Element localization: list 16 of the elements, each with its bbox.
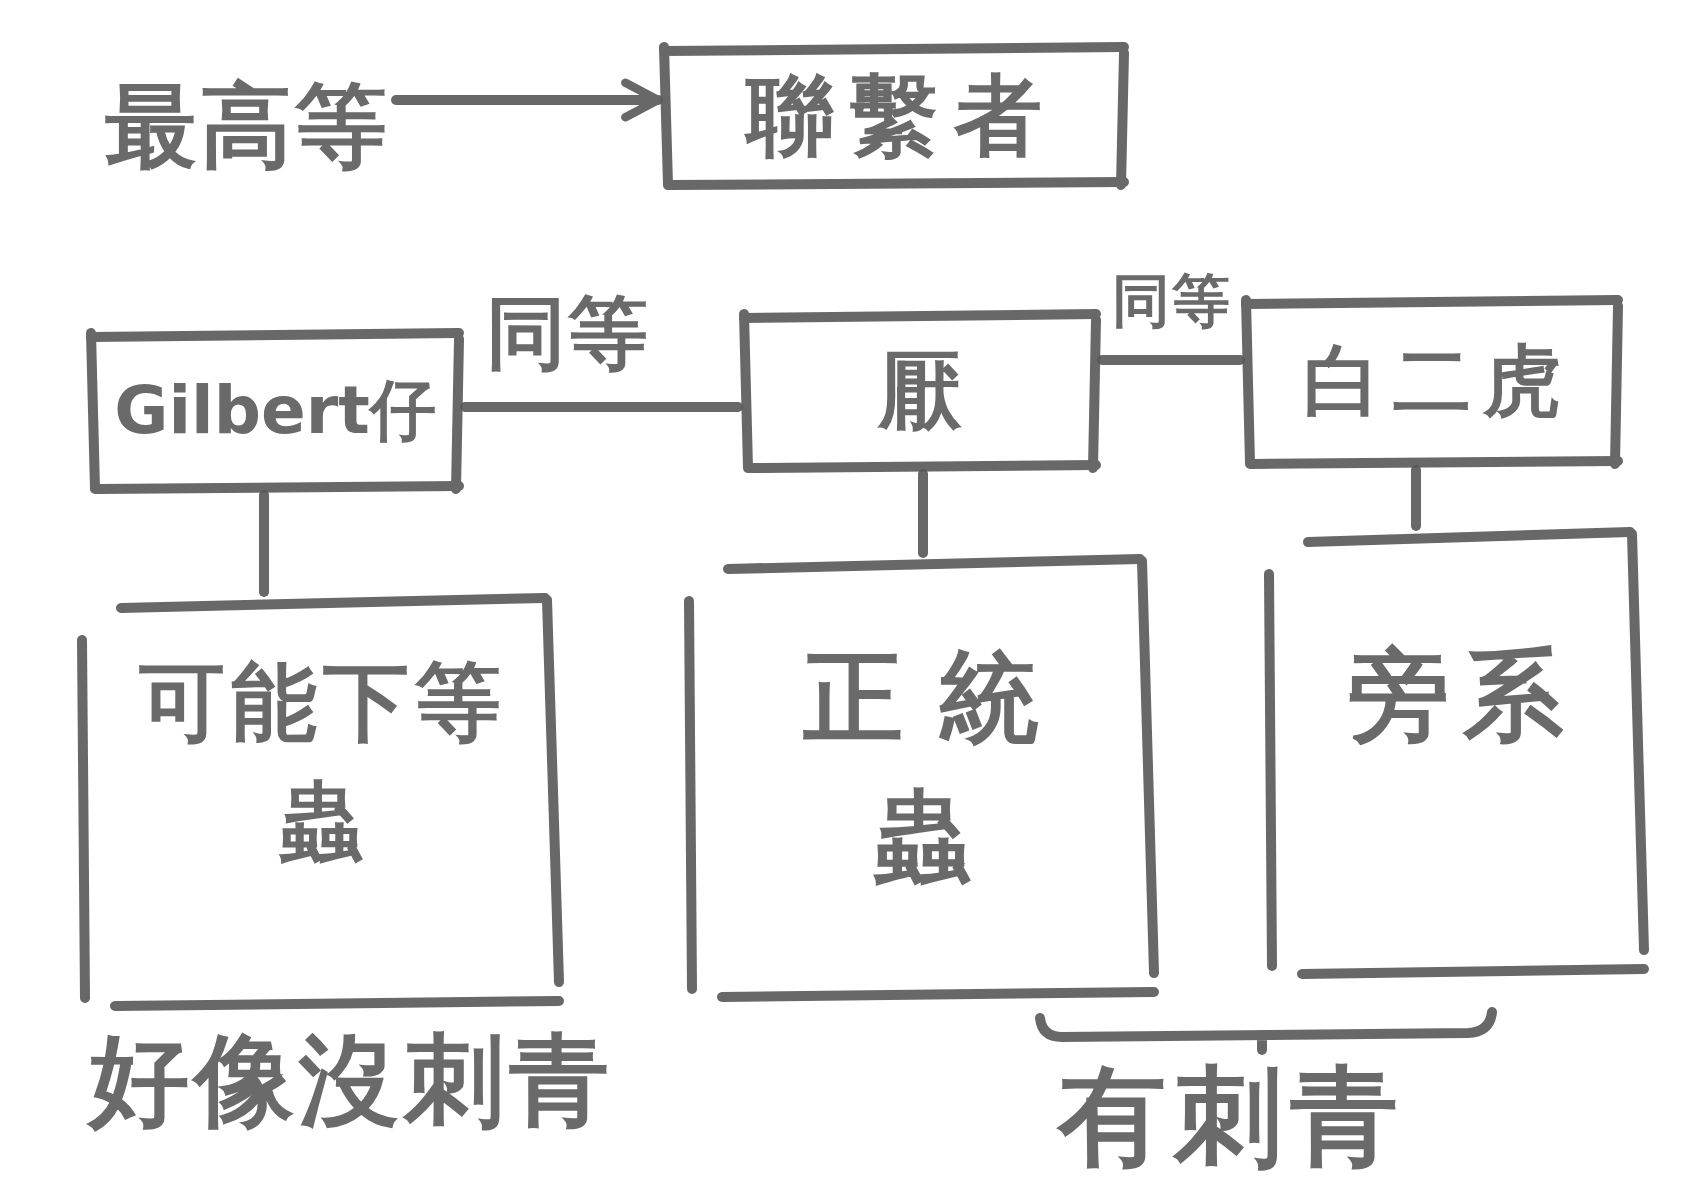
connector-line [1411, 465, 1421, 531]
annotation-text: 好像沒刺青 [84, 1026, 614, 1136]
connector-line [1097, 355, 1245, 365]
box-label: 正統蟲 [802, 638, 1076, 898]
box-label: 聯繫者 [743, 65, 1058, 167]
box-label: 可能下等蟲 [138, 651, 508, 875]
box-label: 厭 [878, 342, 962, 440]
annotation-text: 有刺青 [1055, 1058, 1406, 1177]
box-label: 旁系 [1348, 636, 1578, 756]
level-label: 最高等 [96, 52, 396, 202]
box-label: 白二虎 [1302, 337, 1573, 427]
connector-line [460, 402, 743, 412]
box-label: Gilbert仔 [114, 373, 436, 449]
arrow [391, 78, 663, 122]
connector-line [259, 490, 269, 597]
connector-line [918, 469, 928, 558]
